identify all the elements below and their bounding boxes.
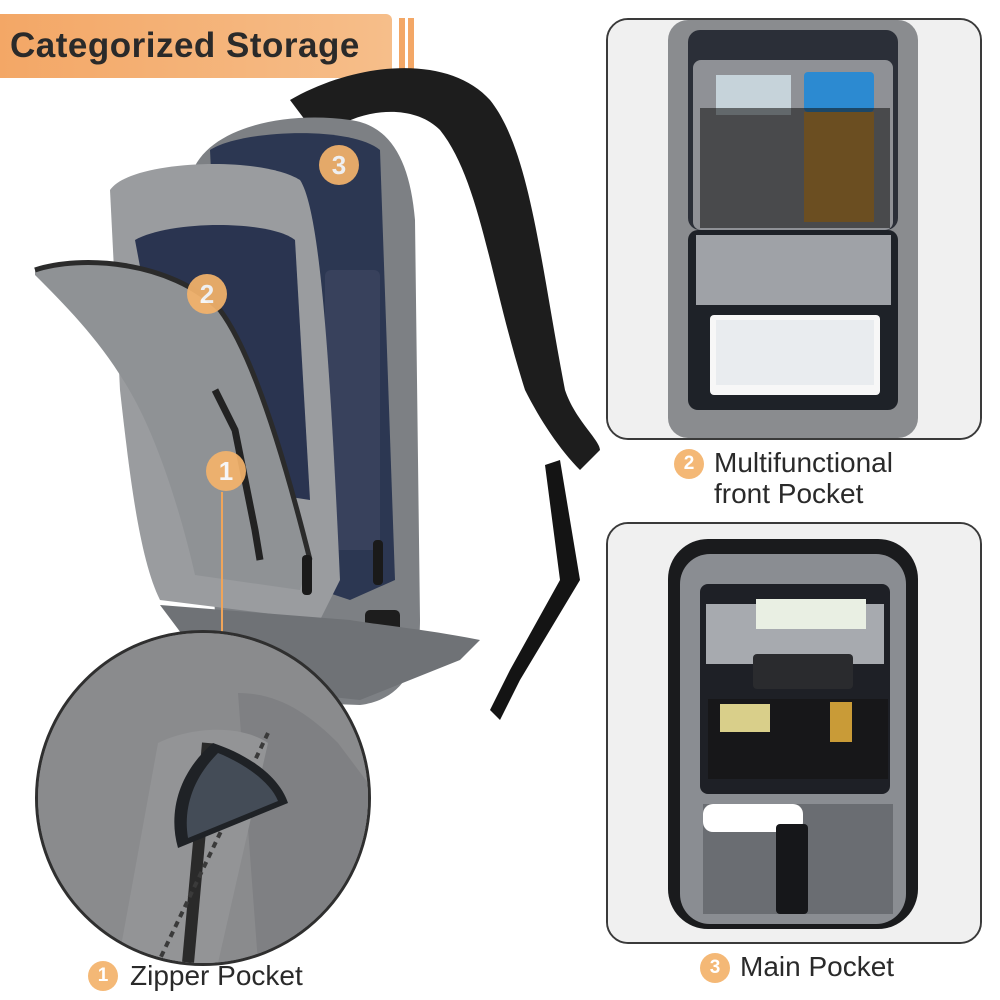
strap-webbing [490, 460, 580, 720]
front-flap [35, 262, 310, 590]
callout-badge-1: 1 [206, 451, 246, 491]
banner-stripe [407, 18, 414, 78]
main-pocket-panel [606, 522, 982, 944]
zipper-pull [302, 555, 312, 595]
front-pocket-panel [606, 18, 982, 440]
caption-zipper-pocket: Zipper Pocket [130, 960, 303, 991]
callout-leader-line [221, 492, 223, 632]
banner-stripe [398, 18, 405, 78]
caption-front-pocket-line1: Multifunctional [714, 447, 893, 478]
page-title: Categorized Storage [10, 26, 360, 65]
caption-front-pocket-line2: front Pocket [714, 478, 864, 509]
callout-badge-3: 3 [319, 145, 359, 185]
backpack-photo [34, 68, 600, 720]
callout-badge-1-caption: 1 [88, 961, 118, 991]
velcro-strap [776, 824, 808, 914]
shoulder-strap [290, 68, 600, 470]
caption-main-pocket: Main Pocket [740, 951, 895, 982]
mesh-pocket [700, 108, 890, 228]
zipper-pocket-line [211, 388, 264, 561]
wallet-item [753, 654, 853, 689]
callout-badge-2: 2 [187, 274, 227, 314]
callout-badge-2-caption: 2 [674, 449, 704, 479]
main-pocket-detail [608, 524, 980, 942]
zipper-pocket-zoom [35, 630, 371, 966]
callout-badge-3-caption: 3 [700, 953, 730, 983]
cash-item [756, 599, 866, 629]
front-zipper [34, 260, 313, 561]
title-banner: Categorized Storage [0, 14, 392, 78]
laptop-inside [325, 270, 380, 550]
zipper-pocket-detail [38, 633, 368, 963]
phone-item [804, 72, 874, 112]
zipper-pull [373, 540, 383, 585]
front-pocket-detail [608, 20, 980, 438]
